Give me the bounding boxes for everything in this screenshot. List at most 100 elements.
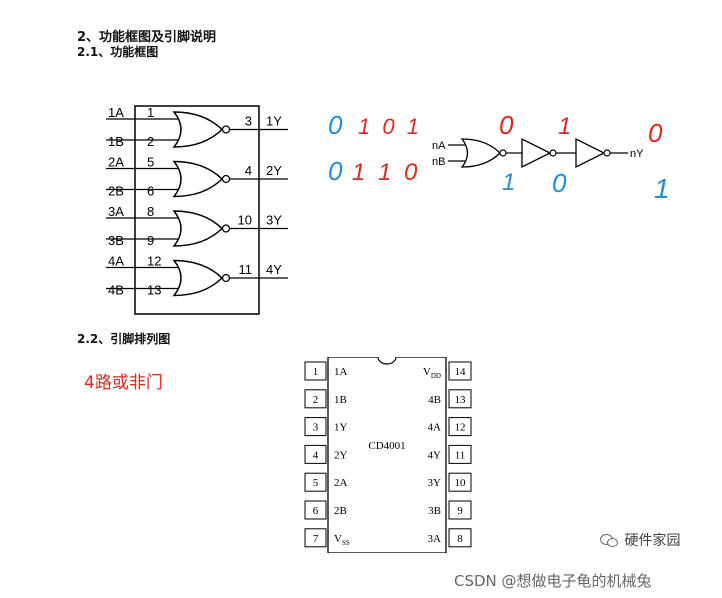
pin-name-right: VDD [423, 366, 441, 380]
pin-b-number: 13 [147, 283, 161, 298]
pin-box [304, 444, 327, 464]
brand-watermark: 硬件家园 [600, 530, 680, 550]
output-label: 1Y [266, 114, 282, 129]
pin-box [304, 500, 327, 520]
pin-name-left: 2A [334, 477, 348, 489]
inverter-2-bubble [603, 149, 611, 157]
pin-number: 8 [457, 533, 463, 545]
pin-box [304, 389, 327, 409]
pin-a-number: 12 [147, 254, 161, 269]
pin-box [304, 528, 327, 548]
output-label: 3Y [266, 213, 282, 228]
pin-name-left: 1A [334, 366, 348, 378]
pin-box [448, 500, 472, 520]
pin-box [448, 472, 472, 492]
inversion-bubble [221, 174, 231, 184]
input-nb-label: nB [432, 156, 445, 168]
pin-number: 14 [455, 366, 467, 378]
pin-name-left: 2Y [334, 449, 348, 461]
pin-b-number: 6 [147, 184, 154, 199]
input-b-label: 1B [108, 134, 124, 149]
block-diagram-title: 2.1、功能框图 [77, 45, 159, 59]
pin-name-right: 4A [428, 422, 442, 434]
chip-body [327, 357, 447, 553]
chip-label: CD4001 [368, 440, 405, 452]
input-a-label: 1A [108, 105, 124, 120]
input-a-label: 3A [108, 204, 124, 219]
pin-number: 12 [455, 422, 466, 434]
nor-gate-body [172, 259, 224, 297]
pin-name-right: 3A [428, 533, 442, 545]
handwritten-input-b-red: 1 1 0 [352, 159, 420, 186]
pin-name-left: VSS [334, 533, 350, 547]
pin-box [448, 417, 472, 437]
pin-number: 4 [313, 449, 319, 461]
out-pin-number: 11 [239, 262, 253, 277]
pin-b-number: 9 [147, 233, 154, 248]
handwritten-input-a-red: 1 0 1 [358, 114, 422, 139]
pin-number: 3 [313, 422, 319, 434]
pin-number: 10 [455, 477, 467, 489]
pin-box [304, 472, 327, 492]
pin-box [448, 528, 472, 548]
wechat-icon [600, 533, 620, 547]
pin-a-number: 5 [147, 155, 154, 170]
input-a-label: 4A [108, 254, 124, 269]
handwritten-inv1-out-red: 1 [558, 113, 574, 140]
pin-a-number: 8 [147, 204, 154, 219]
pin-number: 13 [455, 394, 467, 406]
pin-box [304, 361, 327, 381]
output-label: 2Y [266, 163, 282, 178]
input-b-label: 2B [108, 184, 124, 199]
brand-name: 硬件家园 [624, 533, 681, 549]
inverter-1-body [521, 137, 552, 169]
nor-gate-3: 3A 3B 8 9 10 3Y [106, 204, 288, 248]
output-ny-label: nY [630, 148, 644, 160]
input-b-label: 4B [108, 283, 124, 298]
pin-box [448, 444, 472, 464]
pin-a-number: 1 [147, 105, 154, 120]
quad-nor-annotation: 4路或非门 [84, 373, 163, 393]
pin-name-right: 4B [428, 394, 441, 406]
pin-number: 1 [313, 366, 319, 378]
inversion-bubble [221, 224, 231, 233]
pin-number: 7 [313, 533, 319, 545]
pin-name-right: 3Y [428, 477, 442, 489]
inversion-bubble [221, 273, 231, 283]
pin-box [448, 389, 472, 409]
nor-gate-body [172, 210, 224, 247]
inversion-bubble [221, 125, 231, 134]
handwritten-out-blue: 1 [654, 173, 673, 204]
out-pin-number: 4 [245, 163, 252, 178]
nor-gate-body [460, 138, 501, 168]
pin-box [304, 417, 327, 437]
nor-bubble [499, 149, 507, 157]
pin-name-left: 2B [334, 505, 347, 517]
pin-name-left: 1B [334, 394, 347, 406]
inverter-1-bubble [549, 149, 557, 157]
out-pin-number: 3 [245, 114, 252, 129]
handwritten-inv1-out-blue: 0 [552, 168, 569, 198]
out-pin-number: 10 [238, 213, 252, 228]
pin-number: 6 [313, 505, 319, 517]
pin-number: 9 [457, 505, 463, 517]
inverter-2-body [575, 137, 606, 169]
handwritten-out-red: 0 [648, 118, 665, 148]
chip-notch [377, 357, 397, 365]
section-title: 2、功能框图及引脚说明 [77, 30, 217, 45]
pin-b-number: 2 [147, 134, 154, 149]
pin-name-left: 1Y [334, 422, 348, 434]
pin-number: 11 [455, 449, 466, 461]
pin-box [448, 361, 472, 381]
output-label: 4Y [266, 262, 282, 277]
handwritten-input-b-blue: 0 [328, 156, 345, 186]
nor-gate-4: 4A 4B 12 13 11 4Y [106, 254, 288, 298]
pinout-title: 2.2、引脚排列图 [77, 332, 171, 346]
input-na-label: nA [432, 140, 446, 152]
nor-gate-1: 1A 1B 1 2 3 1Y [106, 105, 288, 149]
input-b-label: 3B [108, 233, 124, 248]
